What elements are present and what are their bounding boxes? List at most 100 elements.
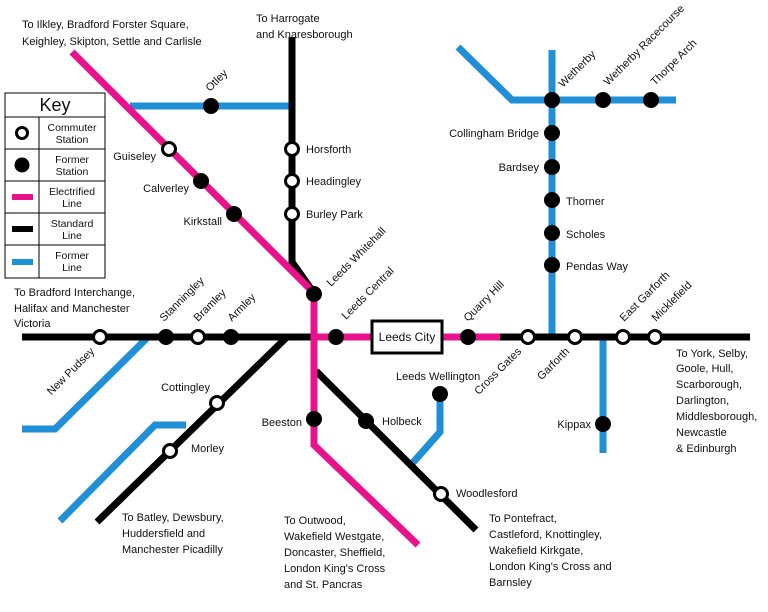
dest-bradford-3: Victoria: [14, 318, 51, 330]
station-scholes[interactable]: [544, 225, 560, 241]
dest-outwood-5: and St. Pancras: [284, 579, 363, 591]
dest-outwood-1: To Outwood,: [284, 515, 346, 527]
label-cross-gates: Cross Gates: [472, 345, 524, 397]
dest-bradford-2: Halifax and Manchester: [14, 303, 130, 315]
dest-york-6: Newcastle: [676, 427, 727, 439]
station-thorner[interactable]: [544, 192, 560, 208]
wetherby-north-west: [455, 44, 552, 104]
label-wetherby-racecourse: Wetherby Racecourse: [602, 3, 687, 88]
label-kirkstall: Kirkstall: [183, 216, 222, 228]
station-stanningley[interactable]: [158, 329, 174, 345]
dest-york-4: Darlington,: [676, 395, 729, 407]
pontefract-line: [313, 368, 479, 533]
label-collingham-bridge: Collingham Bridge: [449, 128, 539, 140]
station-burley-park[interactable]: [284, 206, 300, 222]
label-bardsey: Bardsey: [499, 162, 540, 174]
label-thorpe-arch: Thorpe Arch: [649, 37, 700, 88]
station-cottingley[interactable]: [209, 395, 225, 411]
dest-outwood-4: London King's Cross: [284, 563, 386, 575]
label-armley: Armley: [226, 291, 259, 324]
station-guiseley[interactable]: [161, 141, 177, 157]
label-holbeck: Holbeck: [382, 416, 422, 428]
station-leeds-whitehall[interactable]: [306, 286, 322, 302]
key-standard-2: Line: [62, 230, 82, 242]
label-garforth: Garforth: [535, 346, 572, 383]
label-scholes: Scholes: [566, 229, 606, 241]
batley-line: [94, 334, 290, 525]
dest-ilkley-1: To Ilkley, Bradford Forster Square,: [22, 19, 189, 31]
key-former-line-2: Line: [62, 262, 82, 274]
station-new-pudsey[interactable]: [92, 329, 108, 345]
station-beeston[interactable]: [306, 411, 322, 427]
label-woodlesford: Woodlesford: [456, 488, 518, 500]
dest-outwood-3: Doncaster, Sheffield,: [284, 547, 385, 559]
former-stations: [158, 92, 659, 432]
leeds-city-label: Leeds City: [379, 330, 436, 344]
key-electrified-1: Electrified: [49, 186, 95, 198]
electrified-lines: [69, 49, 500, 548]
station-cross-gates[interactable]: [520, 329, 536, 345]
station-pendas-way[interactable]: [544, 257, 560, 273]
station-holbeck[interactable]: [358, 413, 374, 429]
dest-harrogate-1: To Harrogate: [256, 13, 320, 25]
label-leeds-wellington: Leeds Wellington: [396, 371, 480, 383]
station-bramley[interactable]: [190, 329, 206, 345]
station-thorpe-arch[interactable]: [643, 92, 659, 108]
key-electrified-2: Line: [62, 198, 82, 210]
label-headingley: Headingley: [306, 176, 362, 188]
dest-york-3: Scarborough,: [676, 379, 742, 391]
dest-bradford-1: To Bradford Interchange,: [14, 287, 135, 299]
commuter-stations: [92, 141, 663, 502]
station-otley[interactable]: [203, 98, 219, 114]
label-morley: Morley: [191, 443, 225, 455]
station-wetherby-racecourse[interactable]: [595, 92, 611, 108]
key-commuter-symbol: [15, 126, 29, 140]
dest-pontefract-3: Wakefield Kirkgate,: [489, 545, 583, 557]
label-burley-park: Burley Park: [306, 209, 363, 221]
key-former-station-symbol: [14, 157, 30, 173]
dest-york-7: & Edinburgh: [676, 443, 737, 455]
key-former-station-2: Station: [56, 166, 89, 178]
station-bardsey[interactable]: [544, 159, 560, 175]
label-guiseley: Guiseley: [113, 151, 156, 163]
dest-outwood-2: Wakefield Westgate,: [284, 531, 384, 543]
dest-batley-2: Huddersfield and: [122, 528, 205, 540]
station-calverley[interactable]: [193, 173, 209, 189]
station-headingley[interactable]: [284, 173, 300, 189]
dest-ilkley-2: Keighley, Skipton, Settle and Carlisle: [22, 36, 202, 48]
station-collingham-bridge[interactable]: [544, 125, 560, 141]
station-micklefield[interactable]: [647, 329, 663, 345]
station-quarry-hill[interactable]: [460, 329, 476, 345]
ilkley-line: [69, 49, 317, 296]
key-standard-1: Standard: [51, 218, 94, 230]
station-kirkstall[interactable]: [226, 206, 242, 222]
dest-york-1: To York, Selby,: [676, 348, 748, 360]
key-former-station-1: Former: [55, 154, 89, 166]
station-kippax[interactable]: [595, 416, 611, 432]
label-pendas-way: Pendas Way: [566, 261, 628, 273]
station-leeds-wellington[interactable]: [432, 386, 448, 402]
station-leeds-central[interactable]: [328, 329, 344, 345]
key-frame: [4, 92, 106, 279]
station-garforth[interactable]: [567, 329, 583, 345]
station-armley[interactable]: [223, 329, 239, 345]
label-calverley: Calverley: [143, 183, 189, 195]
wellington-branch: [407, 394, 444, 469]
dest-pontefract-4: London King's Cross and: [489, 561, 612, 573]
pudsey-loop: [22, 334, 151, 433]
dest-harrogate-2: and Knaresborough: [256, 29, 353, 41]
station-east-garforth[interactable]: [615, 329, 631, 345]
key-commuter-1: Commuter: [47, 122, 97, 134]
dest-batley-1: To Batley, Dewsbury,: [122, 512, 224, 524]
station-wetherby[interactable]: [544, 92, 560, 108]
dest-pontefract-2: Castleford, Knottingley,: [489, 529, 602, 541]
station-woodlesford[interactable]: [433, 486, 449, 502]
leeds-city-hub[interactable]: Leeds City: [370, 319, 444, 355]
station-labels: Guiseley Calverley Kirkstall Horsforth H…: [113, 128, 628, 500]
destination-labels: To Ilkley, Bradford Forster Square, Keig…: [14, 13, 757, 591]
station-morley[interactable]: [162, 443, 178, 459]
key-title: Key: [39, 95, 70, 115]
station-horsforth[interactable]: [284, 141, 300, 157]
label-wetherby: Wetherby: [557, 48, 599, 90]
